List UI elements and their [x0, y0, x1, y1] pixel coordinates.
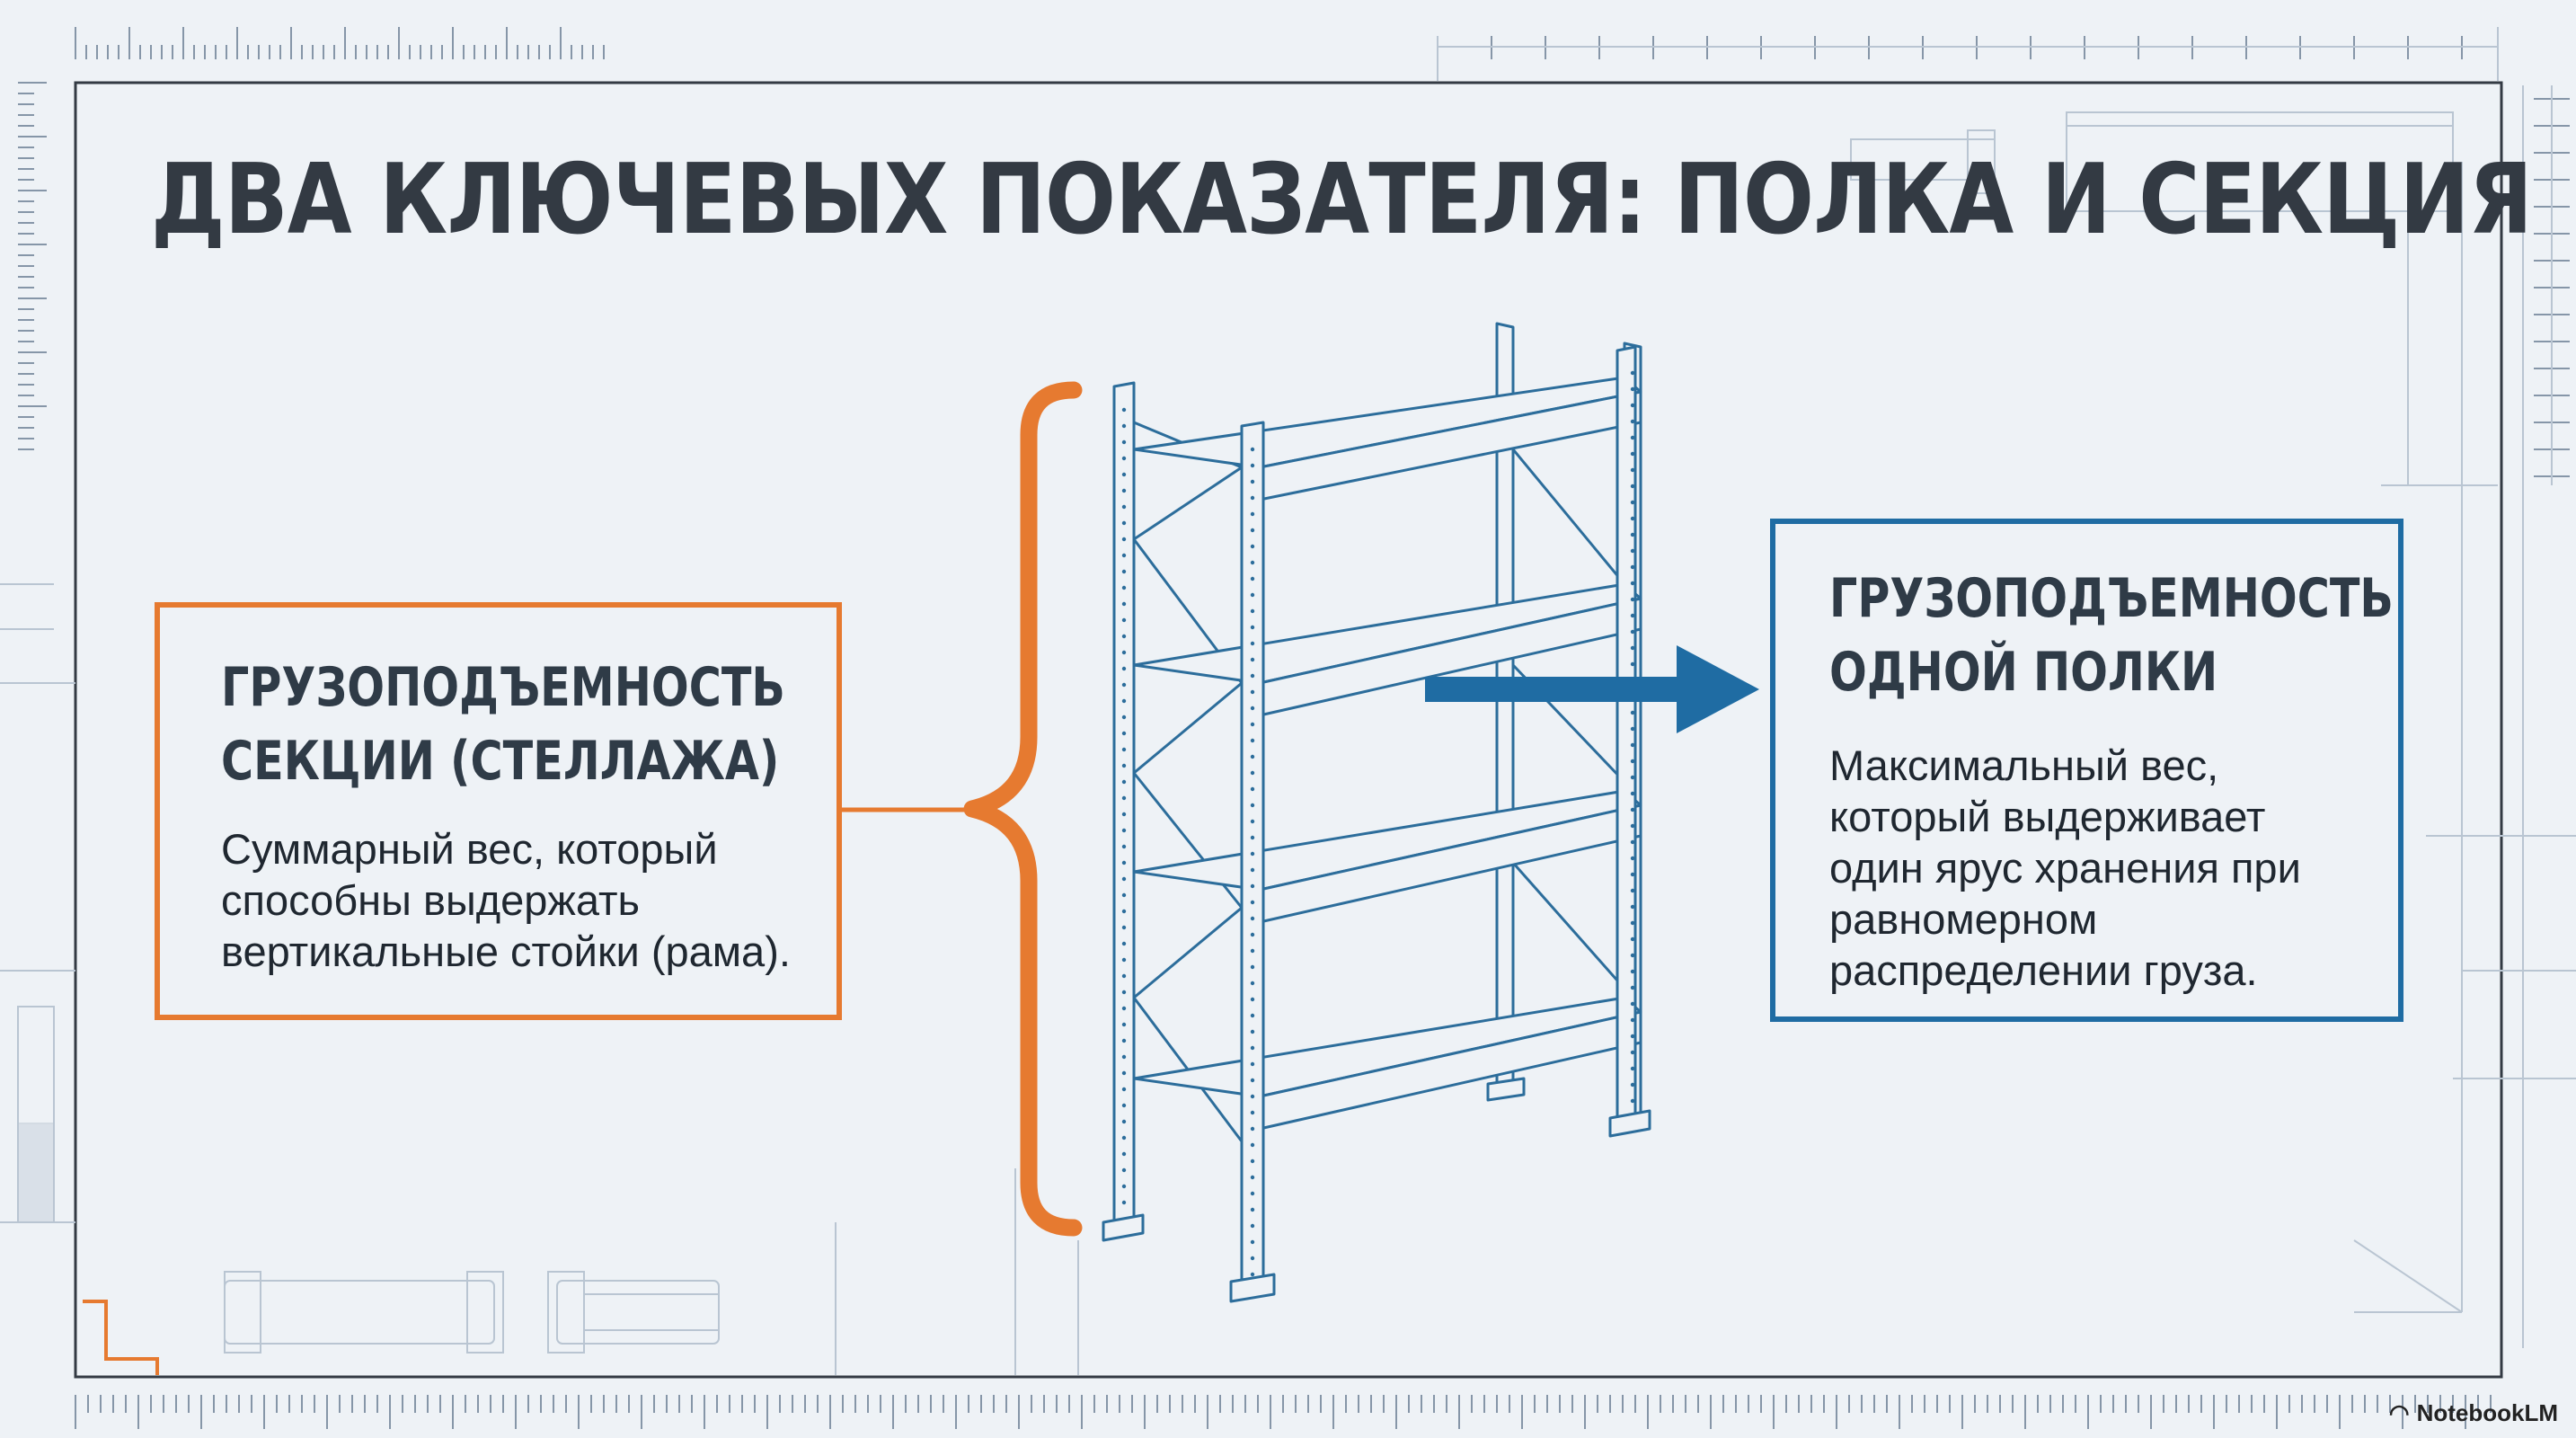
section-capacity-card: ГРУЗОПОДЪЕМНОСТЬ СЕКЦИИ (СТЕЛЛАЖА) Сумма… — [155, 602, 842, 1020]
shelf-body-line-3: один ярус хранения при — [1829, 844, 2301, 892]
section-body-line-2: способны выдержать — [221, 876, 640, 924]
shelf-capacity-heading: ГРУЗОПОДЪЕМНОСТЬ ОДНОЙ ПОЛКИ — [1829, 562, 2452, 709]
section-heading-line-1: ГРУЗОПОДЪЕМНОСТЬ — [221, 656, 785, 719]
shelf-body-line-5: распределении груза. — [1829, 946, 2258, 994]
blueprint-frame — [74, 81, 2503, 1379]
shelf-capacity-card: ГРУЗОПОДЪЕМНОСТЬ ОДНОЙ ПОЛКИ Максимальны… — [1770, 519, 2403, 1022]
watermark-label: NotebookLM — [2416, 1399, 2558, 1426]
section-heading-line-2: СЕКЦИИ (СТЕЛЛАЖА) — [221, 730, 780, 793]
shelf-body-line-4: равномерном — [1829, 895, 2098, 943]
section-capacity-description: Суммарный вес, который способны выдержат… — [221, 823, 841, 977]
shelf-heading-line-2: ОДНОЙ ПОЛКИ — [1829, 641, 2218, 704]
notebooklm-watermark: ◠ NotebookLM — [2389, 1399, 2558, 1427]
shelf-body-line-1: Максимальный вес, — [1829, 741, 2219, 789]
shelf-body-line-2: который выдерживает — [1829, 793, 2266, 840]
notebooklm-logo-icon: ◠ — [2388, 1399, 2410, 1426]
shelf-capacity-description: Максимальный вес, который выдерживает од… — [1829, 740, 2395, 996]
section-body-line-3: вертикальные стойки (рама). — [221, 928, 791, 975]
section-capacity-heading: ГРУЗОПОДЪЕМНОСТЬ СЕКЦИИ (СТЕЛЛАЖА) — [221, 651, 898, 798]
shelf-heading-line-1: ГРУЗОПОДЪЕМНОСТЬ — [1829, 567, 2394, 630]
section-body-line-1: Суммарный вес, который — [221, 825, 718, 873]
